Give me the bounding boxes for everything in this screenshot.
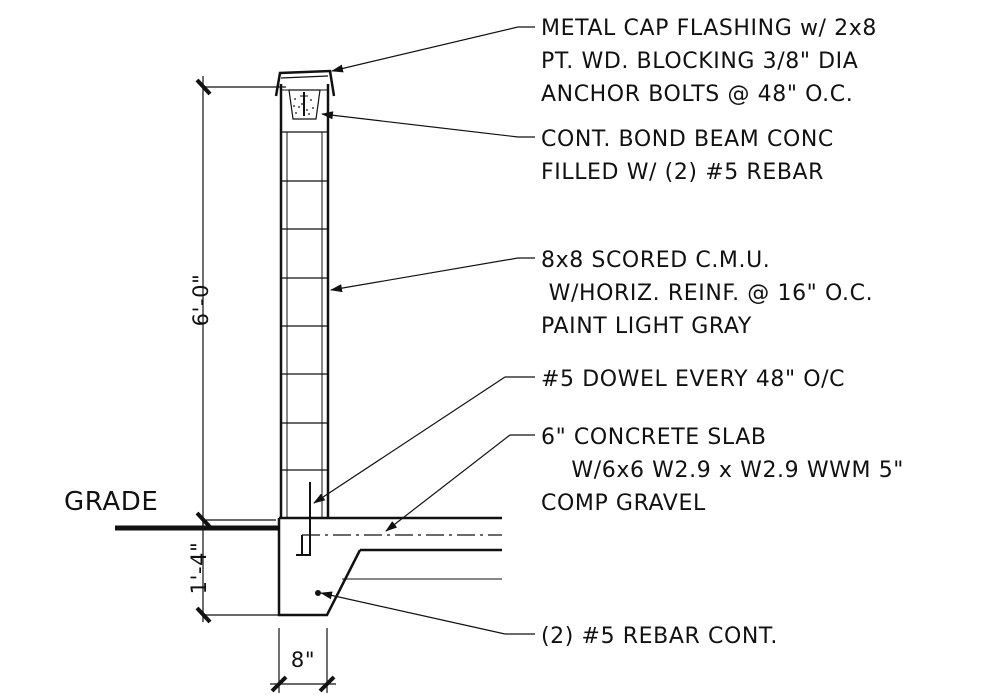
dimension-footing-depth-label: 1'-4" (187, 542, 211, 595)
callout-rebar: (2) #5 REBAR CONT. (541, 624, 778, 649)
wood-blocking (288, 89, 321, 120)
dimension-wall-width (270, 628, 336, 693)
concrete-slab (279, 516, 502, 552)
footing-rebar (315, 590, 321, 596)
leader-lines (313, 26, 535, 635)
callout-flashing: METAL CAP FLASHING w/ 2x8 PT. WD. BLOCKI… (541, 16, 885, 107)
callout-cmu: 8x8 SCORED C.M.U. W/HORIZ. REINF. @ 16" … (0, 0, 911, 339)
footing (277, 518, 362, 617)
callout-slab: 6" CONCRETE SLAB W/6x6 W2.9 x W2.9 WWM 5… (541, 425, 903, 516)
dowel-rebar (296, 482, 311, 556)
cmu-wall (279, 131, 330, 519)
dimension-wall-width-label: 8" (291, 648, 315, 672)
grade-label: GRADE (64, 487, 158, 517)
dimension-footing-depth (195, 520, 278, 624)
metal-cap-flashing (274, 69, 336, 97)
callout-bond-beam: CONT. BOND BEAM CONC FILLED W/ (2) #5 RE… (541, 127, 841, 185)
dimension-wall-height-label: 6'-0" (189, 274, 213, 327)
callout-dowel: #5 DOWEL EVERY 48" O/C (541, 367, 845, 392)
